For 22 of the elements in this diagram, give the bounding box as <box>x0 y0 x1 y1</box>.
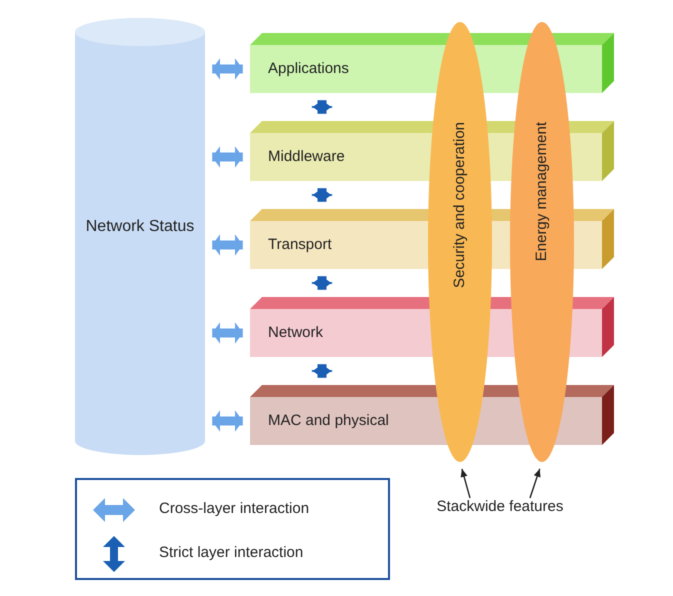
feature-label: Energy management <box>533 122 550 262</box>
arrow <box>460 468 471 498</box>
arrow <box>529 468 541 498</box>
feature-caption: Stackwide features <box>436 498 564 515</box>
legend-label: Cross-layer interaction <box>159 500 310 517</box>
arrow <box>311 100 333 114</box>
cylinder-label: Network Status <box>84 218 196 236</box>
layer-label: Transport <box>268 236 332 253</box>
arrow <box>212 58 243 80</box>
layer-label: Middleware <box>268 148 345 165</box>
arrow <box>212 234 243 256</box>
arrow <box>212 322 243 344</box>
arrow <box>311 276 333 290</box>
arrow <box>311 364 333 378</box>
legend-label: Strict layer interaction <box>159 544 304 561</box>
layer-label: MAC and physical <box>268 412 389 429</box>
layer-label: Applications <box>268 60 349 77</box>
feature-label: Security and cooperation <box>451 122 468 288</box>
layer-label: Network <box>268 324 324 341</box>
arrow <box>311 188 333 202</box>
arrow <box>212 410 243 432</box>
arrow <box>212 146 243 168</box>
